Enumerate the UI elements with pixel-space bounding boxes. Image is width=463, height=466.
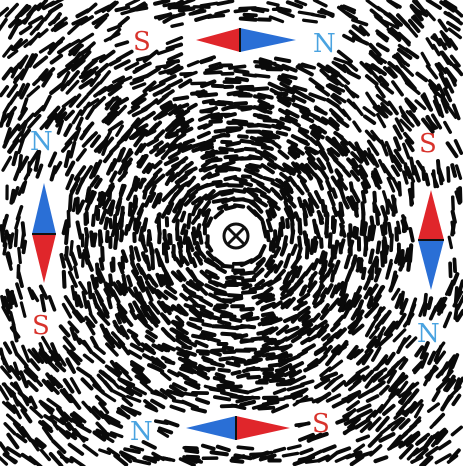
compass-needle-bottom <box>186 416 290 440</box>
north-pole-label-bottom: N <box>130 417 153 447</box>
compass-bottom: N S <box>130 409 330 447</box>
north-pole-label-left: N <box>30 127 53 157</box>
north-pole-label-top: N <box>313 29 336 59</box>
compass-top: S N <box>133 27 336 59</box>
south-pole-label-right: S <box>419 129 437 159</box>
compass-needle-left <box>32 183 56 283</box>
compass-needle-right <box>418 190 444 290</box>
north-pole-label-right: N <box>417 319 440 349</box>
compass-right: S N <box>417 129 444 349</box>
south-pole-label-bottom: S <box>312 409 330 439</box>
compass-left: N S <box>30 127 56 341</box>
current-into-page-icon <box>210 210 262 262</box>
south-pole-label-left: S <box>32 311 50 341</box>
south-pole-label-top: S <box>133 27 151 57</box>
compass-needle-top <box>196 28 296 52</box>
